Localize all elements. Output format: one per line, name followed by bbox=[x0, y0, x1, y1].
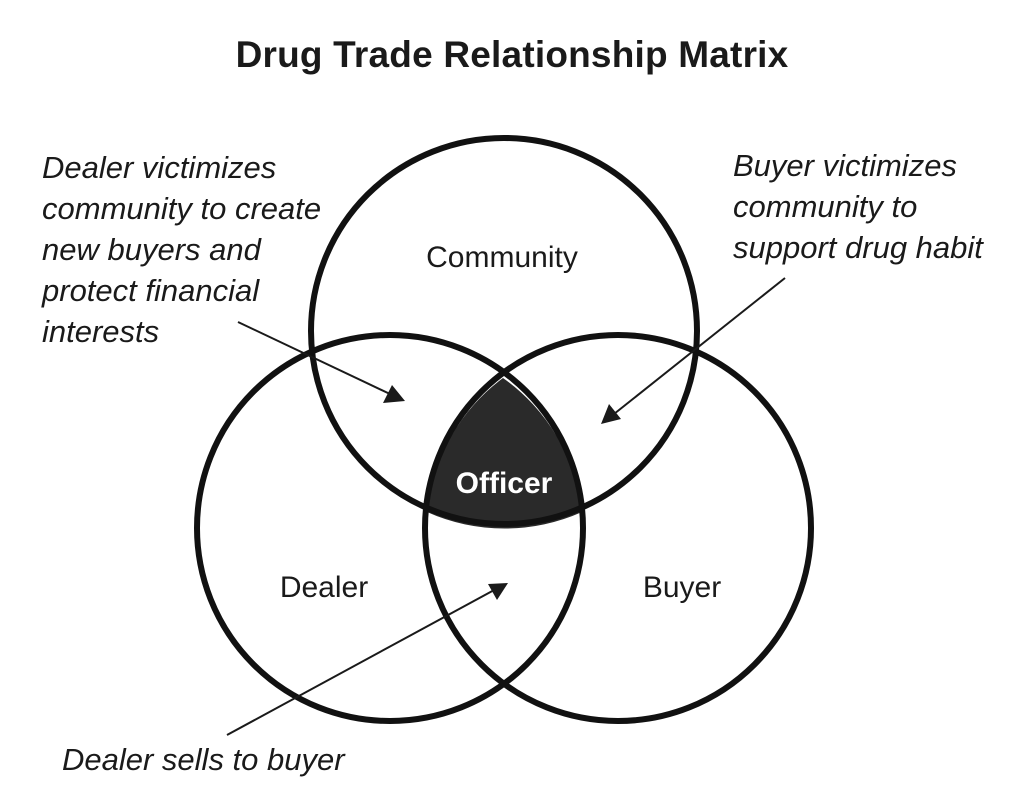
arrow-dealer-community bbox=[237, 321, 405, 403]
arrow-buyer-community bbox=[601, 277, 786, 424]
dealer-label: Dealer bbox=[280, 571, 368, 604]
buyer-label: Buyer bbox=[643, 571, 721, 604]
officer-region bbox=[427, 378, 582, 529]
dealer-circle bbox=[194, 332, 586, 724]
annotation-buyer-community: Buyer victimizes community to support dr… bbox=[733, 148, 983, 265]
annotation-dealer-buyer: Dealer sells to buyer bbox=[62, 742, 345, 777]
community-circle bbox=[308, 135, 700, 527]
officer-label: Officer bbox=[456, 467, 553, 500]
annotation-dealer-community: Dealer victimizes community to create ne… bbox=[42, 150, 322, 349]
buyer-circle bbox=[422, 332, 814, 724]
arrow-dealer-buyer bbox=[226, 583, 508, 736]
diagram-title: Drug Trade Relationship Matrix bbox=[235, 34, 789, 75]
community-label: Community bbox=[426, 241, 578, 274]
